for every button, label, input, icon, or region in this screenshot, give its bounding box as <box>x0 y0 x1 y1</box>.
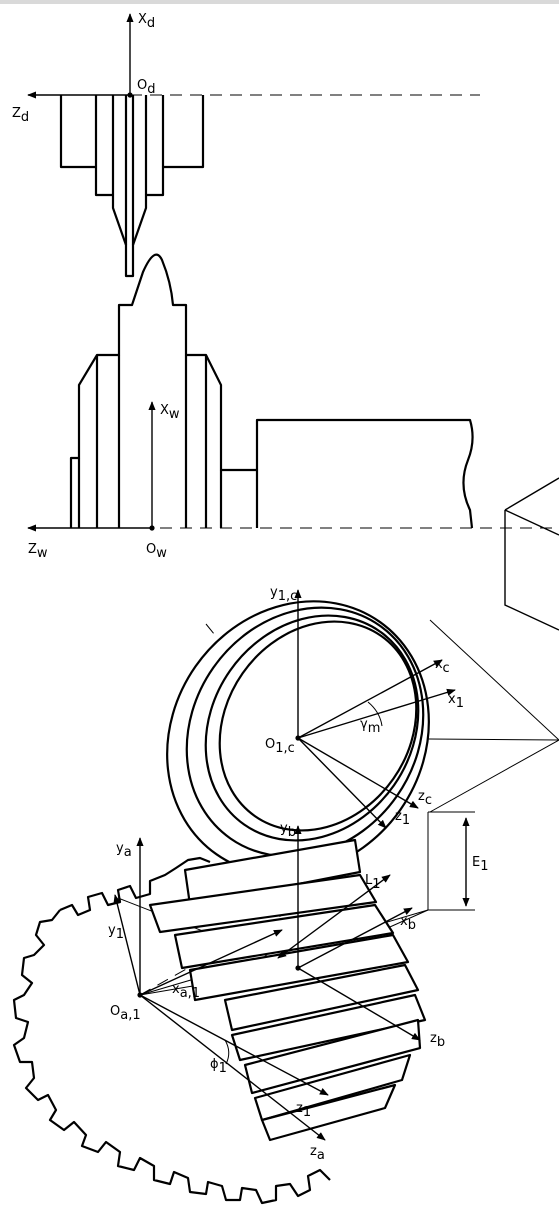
labels: Xd Od Zd Xw Zw Ow y1,c xc x1 γm O1,c zc … <box>12 12 489 1163</box>
label-zd: Zd <box>12 106 29 125</box>
label-z1-upper: z1 <box>395 809 410 828</box>
spur-gear-outline <box>12 856 331 1205</box>
y1-axis-arrow <box>113 894 141 996</box>
phi-arc <box>224 1039 230 1065</box>
z1-axis-arrow <box>297 737 387 829</box>
label-xa1: xa,1 <box>172 982 200 1001</box>
l1-dimension-arrow <box>277 874 391 959</box>
label-za: za <box>310 1144 325 1163</box>
label-gamma: γm <box>360 717 380 736</box>
label-y1: y1 <box>108 923 124 942</box>
ow-origin-point <box>149 525 155 531</box>
za-axis-arrow <box>139 994 326 1141</box>
label-oa1: Oa,1 <box>110 1004 141 1023</box>
label-o1c: O1,c <box>265 737 295 756</box>
label-xc: xc <box>435 657 450 676</box>
o1c-origin-point <box>295 735 301 741</box>
label-zw: Zw <box>28 542 48 561</box>
label-z1-lower: z1 <box>296 1101 311 1120</box>
label-e1: E1 <box>472 855 489 874</box>
zc-axis-arrow <box>297 737 419 809</box>
label-xw: Xw <box>160 403 180 422</box>
label-l1: L1 <box>365 873 381 892</box>
label-x1: x1 <box>448 692 464 711</box>
label-zc: zc <box>418 789 432 808</box>
gear-assembly-3d <box>12 589 559 1205</box>
label-od: Od <box>137 78 156 97</box>
box-shape <box>504 477 559 631</box>
oa1-origin-point <box>137 992 143 998</box>
dresser-tool <box>27 13 480 278</box>
label-yb: yb <box>280 821 296 840</box>
od-origin-point <box>127 92 133 98</box>
label-y1c: y1,c <box>270 585 297 604</box>
label-xd: Xd <box>138 12 155 31</box>
x1-axis-arrow <box>297 688 456 739</box>
gamma-arc <box>367 701 383 727</box>
workpiece-profile <box>27 253 555 532</box>
z1b-axis-arrow <box>139 994 329 1096</box>
label-ow: Ow <box>146 542 167 561</box>
label-phi: ϕ1 <box>210 1057 227 1076</box>
xa1-axis-arrow <box>139 929 283 996</box>
label-xb: xb <box>400 914 416 933</box>
label-zb: zb <box>430 1031 445 1050</box>
xc-axis-arrow <box>297 659 443 739</box>
top-border <box>0 0 559 4</box>
label-ya: ya <box>116 841 132 860</box>
